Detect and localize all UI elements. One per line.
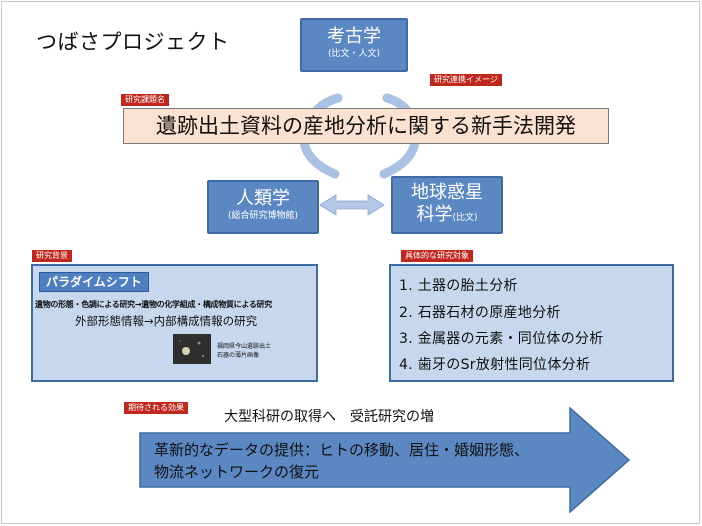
- target-item-1: 1. 土器の胎土分析: [399, 278, 518, 294]
- arrow-line2: 物流ネットワークの復元: [154, 463, 320, 481]
- background-panel: パラダイムシフト 遺物の形態・色調による研究→遺物の化学組成・構成物質による研究…: [31, 264, 318, 382]
- double-arrow: [319, 194, 385, 216]
- node-earth-science: 地球惑星 科学(比文): [391, 176, 503, 234]
- tag-background: 研究背景: [32, 250, 72, 262]
- photo-caption: 福岡県今山遺跡出土 石器の薄片画像: [217, 342, 271, 360]
- big-arrow: [139, 406, 631, 514]
- arc-bottom-right: [379, 137, 420, 179]
- tag-collaboration-image: 研究連携イメージ: [430, 74, 502, 86]
- tag-expected-effects: 期待される効果: [124, 402, 188, 414]
- node-earth-science-sub: (比文): [452, 213, 478, 223]
- arc-bottom-left: [299, 137, 340, 179]
- node-archaeology-sub: (比文・人文): [327, 49, 381, 59]
- tag-research-targets: 具体的な研究対象: [401, 250, 473, 262]
- page-title: つばさプロジェクト: [36, 30, 230, 54]
- node-archaeology: 考古学 (比文・人文): [300, 18, 408, 72]
- project-title-banner: 遺跡出土資料の産地分析に関する新手法開発: [123, 108, 609, 144]
- thin-section-photo: [173, 334, 211, 364]
- photo-caption-line2: 石器の薄片画像: [217, 352, 260, 359]
- node-anthropology: 人類学 (総合研究博物館): [207, 180, 319, 234]
- photo-caption-line1: 福岡県今山遺跡出土: [217, 343, 272, 350]
- paradigm-shift-label: パラダイムシフト: [39, 272, 149, 292]
- node-archaeology-label: 考古学: [327, 26, 381, 47]
- expected-headline: 大型科研の取得へ 受託研究の増: [224, 409, 434, 425]
- tag-project-name: 研究課題名: [121, 94, 169, 106]
- background-line2: 外部形態情報→内部構成情報の研究: [75, 314, 258, 328]
- arrow-line1: 革新的なデータの提供：ヒトの移動、居住・婚姻形態、: [154, 441, 530, 459]
- target-item-2: 2. 石器石材の原産地分析: [399, 305, 561, 321]
- targets-panel: 1. 土器の胎土分析 2. 石器石材の原産地分析 3. 金属器の元素・同位体の分…: [389, 264, 674, 382]
- node-anthropology-label: 人類学: [236, 188, 290, 209]
- node-earth-science-line1: 地球惑星: [411, 182, 483, 203]
- node-earth-science-line2: 科学: [416, 204, 453, 225]
- background-line1: 遺物の形態・色調による研究→遺物の化学組成・構成物質による研究: [35, 300, 272, 309]
- target-item-4: 4. 歯牙のSr放射性同位体分析: [399, 357, 591, 373]
- target-item-3: 3. 金属器の元素・同位体の分析: [399, 331, 604, 347]
- node-anthropology-sub: (総合研究博物館): [227, 211, 299, 221]
